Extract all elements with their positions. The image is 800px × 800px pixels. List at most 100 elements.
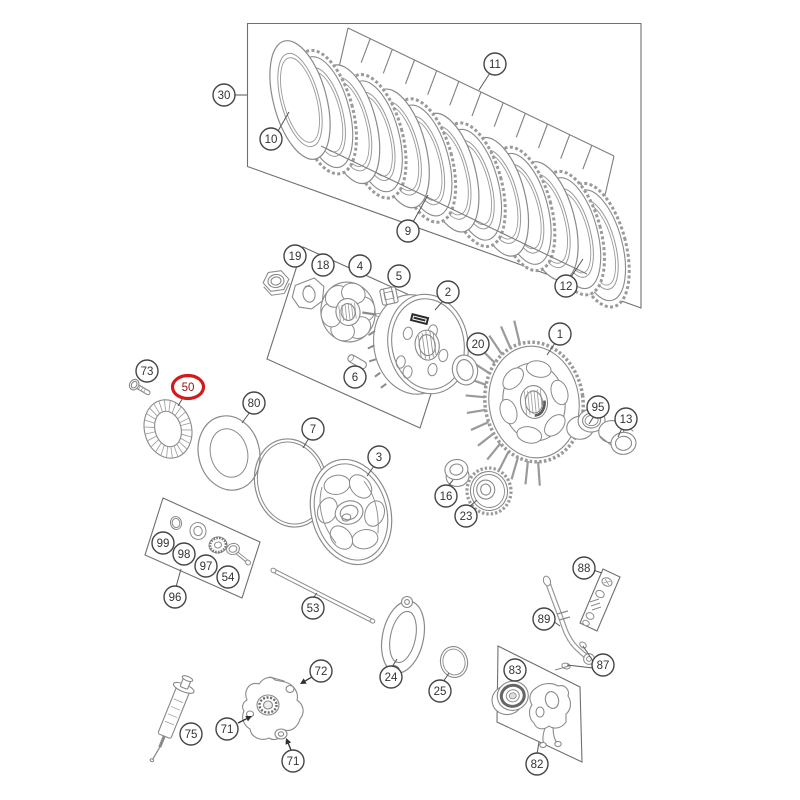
callout-82-label: 82 — [531, 759, 544, 771]
callout-6-label: 6 — [352, 372, 358, 384]
callout-5[interactable]: 5 — [387, 264, 411, 288]
steel-disc — [269, 40, 331, 160]
callout-71-2-label: 71 — [287, 756, 300, 768]
callout-11[interactable]: 11 — [483, 52, 507, 76]
part-18-lock-washer — [291, 277, 325, 310]
leader-line — [175, 568, 182, 588]
callout-87[interactable]: 87 — [591, 653, 615, 677]
leader-line — [478, 72, 491, 91]
repair-kit-box-88 — [579, 568, 621, 632]
callout-13[interactable]: 13 — [614, 407, 638, 431]
callout-30-label: 30 — [218, 90, 231, 102]
callout-75[interactable]: 75 — [179, 722, 203, 746]
callout-16[interactable]: 16 — [434, 484, 458, 508]
part-97-toothed-washer — [208, 536, 228, 554]
callout-2[interactable]: 2 — [436, 280, 460, 304]
callout-71-2[interactable]: 71 — [281, 749, 305, 773]
callout-87-label: 87 — [597, 660, 610, 672]
callout-95-label: 95 — [592, 402, 605, 414]
callout-95[interactable]: 95 — [586, 395, 610, 419]
callout-23-label: 23 — [460, 511, 473, 523]
part-2-drum — [367, 293, 469, 395]
clutch-disc-stack — [269, 40, 631, 309]
callout-20-label: 20 — [472, 339, 485, 351]
callout-71[interactable]: 71 — [215, 717, 239, 741]
drum-tag — [409, 313, 430, 326]
leader-line — [546, 342, 556, 356]
part-71-slave-cylinder — [242, 676, 304, 741]
callout-98[interactable]: 98 — [172, 542, 196, 566]
callout-71-label: 71 — [221, 724, 234, 736]
callout-1-label: 1 — [557, 329, 563, 341]
callout-4[interactable]: 4 — [348, 254, 372, 278]
part-88-kit-contents — [582, 577, 613, 627]
callout-97[interactable]: 97 — [194, 554, 218, 578]
callout-99-label: 99 — [157, 538, 170, 550]
callout-25[interactable]: 25 — [428, 679, 452, 703]
callout-53[interactable]: 53 — [301, 596, 325, 620]
leader-line — [277, 111, 290, 132]
callout-19[interactable]: 19 — [283, 244, 307, 268]
callout-89-label: 89 — [538, 614, 551, 626]
part-75-grease-syringe — [149, 675, 195, 763]
callout-96[interactable]: 96 — [163, 585, 187, 609]
callout-89[interactable]: 89 — [532, 607, 556, 631]
leader-line — [570, 258, 584, 278]
callout-24[interactable]: 24 — [379, 665, 403, 689]
callout-12[interactable]: 12 — [554, 274, 578, 298]
part-20-shim — [451, 354, 479, 386]
callout-73[interactable]: 73 — [135, 359, 159, 383]
callout-2-label: 2 — [445, 287, 451, 299]
part-50-spring-washer — [143, 399, 193, 459]
callout-80[interactable]: 80 — [242, 391, 266, 415]
outer-group-box — [246, 22, 642, 309]
part-87-washer — [561, 662, 571, 670]
part-5-clip — [379, 286, 399, 306]
callout-7[interactable]: 7 — [301, 417, 325, 441]
callout-82[interactable]: 82 — [525, 752, 549, 776]
callout-3-label: 3 — [376, 452, 382, 464]
part-87-washer — [579, 641, 587, 649]
callout-83-label: 83 — [509, 665, 522, 677]
callout-96-label: 96 — [169, 592, 182, 604]
callout-16-label: 16 — [440, 491, 453, 503]
callout-20[interactable]: 20 — [466, 332, 490, 356]
callout-10-label: 10 — [265, 134, 278, 146]
callout-99[interactable]: 99 — [151, 531, 175, 555]
callout-12-label: 12 — [560, 281, 573, 293]
callout-18[interactable]: 18 — [311, 253, 335, 277]
part-3-pressure-plate — [309, 458, 393, 566]
callout-25-label: 25 — [434, 686, 447, 698]
part-53-push-rod — [270, 567, 376, 624]
pointer-arrow — [304, 676, 313, 682]
callout-10[interactable]: 10 — [259, 127, 283, 151]
pointer-arrowhead — [245, 716, 252, 722]
disc-comb-front — [320, 145, 588, 275]
callout-88[interactable]: 88 — [572, 556, 596, 580]
callout-9[interactable]: 9 — [396, 219, 420, 243]
leader-line — [434, 300, 444, 311]
callout-3[interactable]: 3 — [367, 445, 391, 469]
leader-line — [412, 194, 429, 223]
callout-23[interactable]: 23 — [454, 504, 478, 528]
callout-83[interactable]: 83 — [503, 658, 527, 682]
callout-30[interactable]: 30 — [212, 83, 236, 107]
leader-line — [366, 465, 375, 477]
callout-11-label: 11 — [489, 59, 501, 71]
callout-1[interactable]: 1 — [548, 322, 572, 346]
part-1-clutch-basket — [465, 320, 585, 486]
callout-72[interactable]: 72 — [309, 659, 333, 683]
leader-line — [536, 741, 540, 755]
part-82-bracket — [529, 683, 571, 749]
part-6-pin — [347, 354, 367, 370]
callout-6[interactable]: 6 — [343, 365, 367, 389]
callout-54[interactable]: 54 — [216, 565, 240, 589]
assembly-group-box — [266, 246, 457, 429]
part-98-washer — [189, 522, 207, 540]
leader-line — [566, 664, 594, 669]
callout-18-label: 18 — [317, 260, 330, 272]
callout-24-label: 24 — [385, 672, 398, 684]
callout-50[interactable]: 50 — [170, 373, 206, 401]
small-parts-box-96 — [144, 497, 261, 599]
